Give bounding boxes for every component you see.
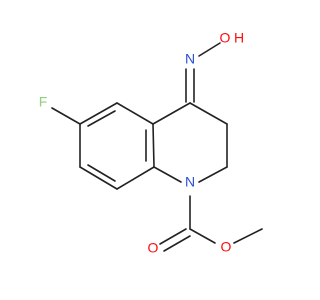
bond-n1-c8a (153, 166, 182, 183)
molecule-canvas: F N N O H O O (38, 29, 263, 256)
bond-carbonyl-double-a (159, 228, 187, 245)
atom-label-layer: F N N O H O O (39, 30, 244, 256)
bond-aromatic-inner-3 (87, 110, 116, 127)
ester-oxygen-label: O (221, 239, 232, 255)
hydroxyl-oxygen-label: O (220, 30, 231, 46)
bond-carbonyl-ester-o (189, 228, 216, 244)
bond-c4-c3 (189, 102, 228, 125)
bond-ester-o-methyl (233, 228, 263, 244)
bond-carbonyl-double-b (163, 235, 191, 252)
bond-layer (51, 42, 263, 252)
carbonyl-oxygen-label: O (148, 240, 159, 256)
bond-c6-f (51, 107, 81, 125)
molecule-structure: F N N O H O O (39, 30, 263, 256)
bond-aromatic-inner-2 (87, 164, 116, 182)
bond-benzene-c6-c5 (79, 102, 118, 125)
bond-benzene-c8-c7 (79, 166, 118, 190)
bond-c4-c4a (152, 102, 191, 125)
bond-benzene-c4a-c8a (152, 123, 155, 168)
bond-benzene-c8a-c8 (116, 166, 155, 190)
ring-nitrogen-label: N (185, 174, 195, 190)
bond-benzene-c5-c4a (116, 102, 154, 125)
hydroxyl-hydrogen-label: H (234, 30, 244, 46)
fluorine-atom-label: F (39, 94, 48, 110)
bond-c2-n1 (198, 166, 228, 183)
bond-n-o (198, 42, 221, 57)
oxime-nitrogen-label: N (185, 51, 195, 67)
